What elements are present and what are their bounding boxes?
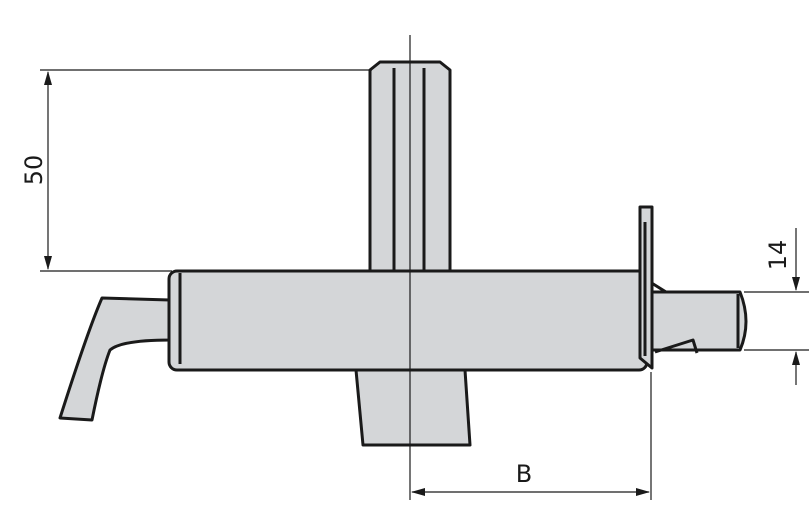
plunger — [650, 290, 748, 352]
lever-handle — [58, 296, 172, 422]
dimension-label-width: B — [516, 460, 532, 488]
bottom-knob — [354, 368, 472, 447]
arrow-head-diameter-bottom — [792, 351, 800, 365]
dimension-label-height: 50 — [20, 155, 48, 186]
arrow-head-width-left — [411, 488, 425, 496]
arrow-head-width-right — [636, 488, 650, 496]
arrow-head-diameter-top — [792, 277, 800, 291]
dimension-label-diameter: 14 — [764, 240, 792, 271]
main-body — [167, 269, 649, 372]
arrow-head-height-bottom — [44, 256, 52, 270]
arrow-head-height-top — [44, 71, 52, 85]
